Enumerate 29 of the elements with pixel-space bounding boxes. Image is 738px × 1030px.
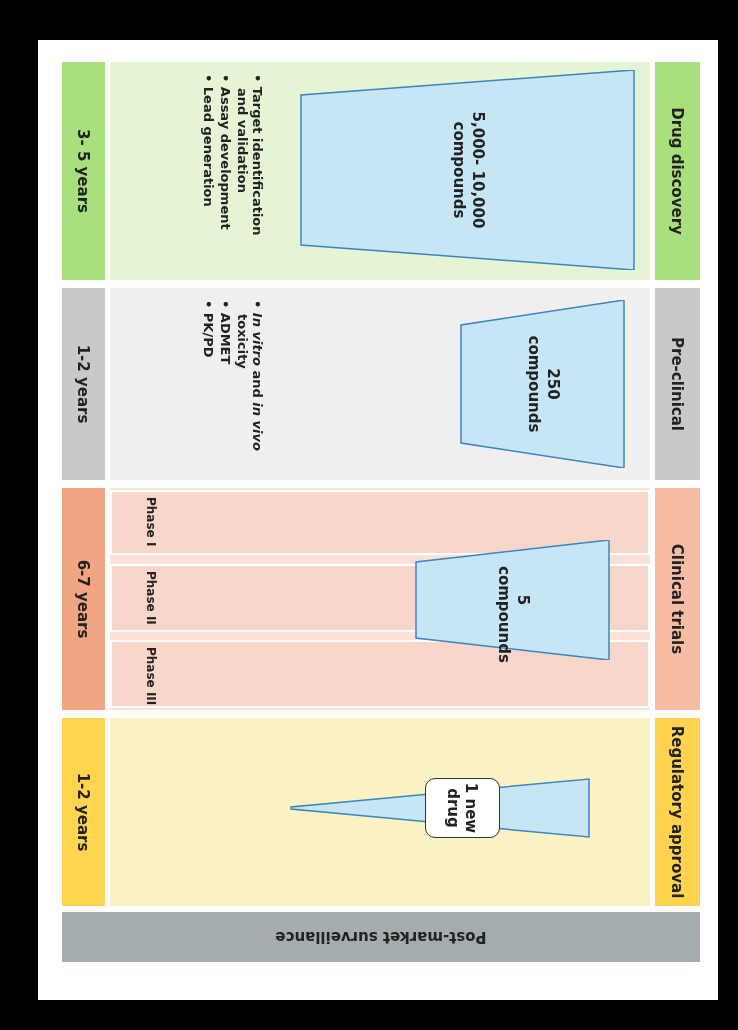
bullet-item: • Lead generation [201,74,216,209]
funnel-shape [300,70,635,270]
band-label: Post-market surveillance [275,928,487,946]
funnel-shape [460,300,625,468]
bullet-item: • In vitro and in vivo toxicity [235,300,265,453]
stage-panel [110,288,650,480]
phase-label: Phase I [144,497,158,547]
duration-label: 1-2 years [62,288,105,480]
phase-label: Phase III [144,647,158,706]
stage-header: Drug discovery [655,62,700,280]
stage-panel [110,62,650,280]
stage-header: Clinical trials [655,488,700,710]
bullet-item: • PK/PD [201,300,216,360]
duration-label: 1-2 years [62,718,105,906]
bullet-item: • Target identification and validation [235,74,265,238]
stage-header: Pre-clinical [655,288,700,480]
surveillance-band [62,912,700,962]
stage-panel [110,718,650,906]
bullet-item: • Assay development [218,74,233,232]
phase-panel [110,490,650,555]
count-text: 250 compounds [523,334,562,435]
duration-label: 3- 5 years [62,62,105,280]
result-callout: 1 new drug [425,778,500,838]
duration-label: 6-7 years [62,488,105,710]
stage-panel [110,488,650,710]
count-text: 5,000- 10,000 compounds [448,110,487,231]
phase-label: Phase II [144,571,158,625]
bullet-item: • ADMET [218,300,233,367]
stage-header: Regulatory approval [655,718,700,906]
